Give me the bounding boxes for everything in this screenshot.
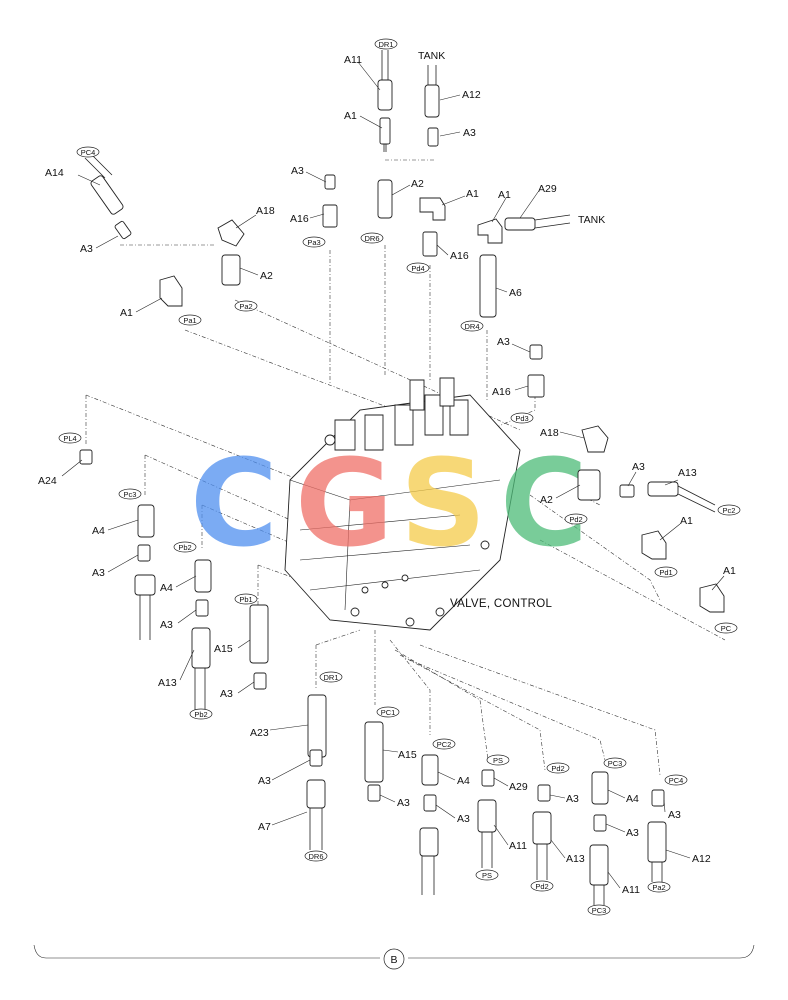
part-label: A13 <box>678 467 697 479</box>
watermark-letter: C <box>190 435 278 574</box>
port-labels: DR1 PC4 Pa3 DR6 Pd4 Pa2 Pa1 DR4 Pd3 PL4 … <box>58 38 741 916</box>
part-label: A1 <box>344 110 357 122</box>
port-label: PC1 <box>381 708 396 717</box>
label-leaders <box>61 61 725 889</box>
port-label: Pc3 <box>124 490 137 499</box>
port-label: Pd2 <box>569 515 582 524</box>
part-label: A2 <box>411 178 424 190</box>
part-label: A13 <box>158 677 177 689</box>
port-label: DR6 <box>364 234 379 243</box>
part-label: A2 <box>540 494 553 506</box>
port-label: Pd3 <box>515 414 528 423</box>
port-label: PC3 <box>592 906 607 915</box>
port-label: PC <box>721 624 732 633</box>
port-label: Pd4 <box>411 264 424 273</box>
part-label: A4 <box>457 775 470 787</box>
part-label: A3 <box>258 775 271 787</box>
diagram-title: VALVE, CONTROL <box>450 598 552 610</box>
part-label: A18 <box>540 427 559 439</box>
fittings-right <box>527 344 725 613</box>
section-bracket: B <box>33 944 755 970</box>
port-label: Pa1 <box>183 316 196 325</box>
port-label: Pd1 <box>659 568 672 577</box>
port-label: Pb2 <box>178 543 191 552</box>
part-label: A3 <box>80 243 93 255</box>
part-label: A3 <box>632 461 645 473</box>
part-label: A15 <box>214 643 233 655</box>
watermark-letter: S <box>400 435 486 574</box>
port-label: Pb2 <box>194 710 207 719</box>
part-label: A14 <box>45 167 64 179</box>
part-labels: A11 A12 A1 A3 A14 A3 A3 A16 A2 A1 A1 A29… <box>38 50 736 896</box>
tank-label: TANK <box>578 214 605 226</box>
section-label: B <box>390 954 397 966</box>
part-label: A3 <box>626 827 639 839</box>
part-label: A11 <box>622 884 640 896</box>
port-label: Pd2 <box>535 882 548 891</box>
port-label: Pa3 <box>307 238 320 247</box>
part-label: A1 <box>680 515 693 527</box>
part-label: A11 <box>344 54 362 66</box>
part-label: A3 <box>457 813 470 825</box>
part-label: A3 <box>92 567 105 579</box>
port-label: DR6 <box>308 852 323 861</box>
port-label: DR1 <box>323 673 338 682</box>
port-label: Pc2 <box>723 506 736 515</box>
part-label: A12 <box>692 853 711 865</box>
part-label: A3 <box>160 619 173 631</box>
port-label: Pd2 <box>551 764 564 773</box>
part-label: A16 <box>450 250 469 262</box>
fittings-left <box>79 449 269 710</box>
control-valve-body <box>284 377 521 631</box>
part-label: A15 <box>398 749 417 761</box>
fittings-top <box>84 50 571 318</box>
part-label: A3 <box>463 127 476 139</box>
port-label: DR4 <box>464 322 479 331</box>
part-label: A1 <box>498 189 511 201</box>
part-label: A1 <box>120 307 133 319</box>
part-label: A6 <box>509 287 522 299</box>
part-label: A2 <box>260 270 273 282</box>
part-label: A29 <box>509 781 528 793</box>
part-label: A3 <box>291 165 304 177</box>
watermark-letter: G <box>295 435 394 574</box>
tank-label: TANK <box>418 50 445 62</box>
port-label: PC3 <box>608 759 623 768</box>
part-label: A12 <box>462 89 481 101</box>
part-label: A3 <box>220 688 233 700</box>
port-label: Pb1 <box>239 595 252 604</box>
part-label: A4 <box>626 793 639 805</box>
part-label: A3 <box>668 809 681 821</box>
part-label: A13 <box>566 853 585 865</box>
port-label: PS <box>493 756 503 765</box>
port-label: PL4 <box>63 434 76 443</box>
part-label: A1 <box>723 565 736 577</box>
part-label: A4 <box>160 582 173 594</box>
port-label: DR1 <box>378 40 393 49</box>
port-label: PS <box>482 871 492 880</box>
port-label: PC4 <box>669 776 684 785</box>
part-label: A4 <box>92 525 105 537</box>
part-label: A3 <box>566 793 579 805</box>
watermark-letter: C <box>500 435 588 574</box>
part-label: A7 <box>258 821 271 833</box>
part-label: A16 <box>492 386 511 398</box>
part-label: A16 <box>290 213 309 225</box>
part-label: A23 <box>250 727 269 739</box>
port-label: PC4 <box>81 148 96 157</box>
part-label: A1 <box>466 188 479 200</box>
part-label: A29 <box>538 183 557 195</box>
part-label: A3 <box>397 797 410 809</box>
port-label: Pa2 <box>652 883 665 892</box>
part-label: A18 <box>256 205 275 217</box>
port-label: PC2 <box>437 740 452 749</box>
port-label: Pa2 <box>239 302 252 311</box>
fittings-bottom <box>306 694 667 905</box>
part-label: A3 <box>497 336 510 348</box>
watermark: C G S C <box>190 435 588 574</box>
part-label: A24 <box>38 475 57 487</box>
part-label: A11 <box>509 840 527 852</box>
